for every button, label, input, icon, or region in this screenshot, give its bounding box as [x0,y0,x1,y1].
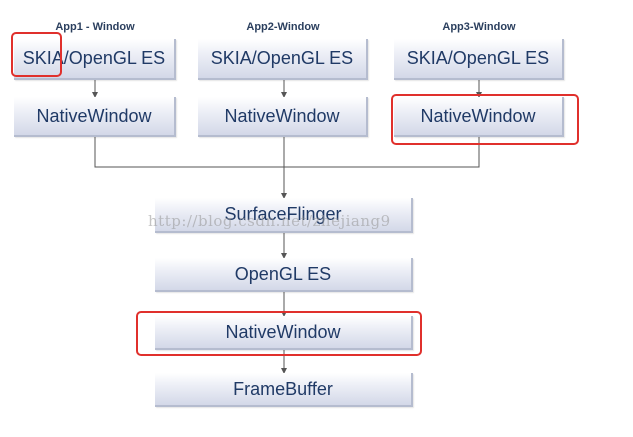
watermark-text: http://blog.csdn.net/zhejiang9 [148,212,391,230]
app1-nativewindow-box: NativeWindow [14,97,176,137]
app2-window-title: App2-Window [246,21,320,33]
framebuffer-box: FrameBuffer [155,373,413,407]
surfaceflinger-box: SurfaceFlinger [155,198,413,233]
app1-skia-opengl-box: SKIA/OpenGL ES [14,39,176,80]
app3-skia-opengl-box: SKIA/OpenGL ES [394,39,564,80]
system-nativewindow-box: NativeWindow [155,316,413,350]
app1-window-title: App1 - Window [55,21,135,33]
app2-nativewindow-box: NativeWindow [198,97,368,137]
app3-nativewindow-box: NativeWindow [394,97,564,137]
merge-line-app3 [284,137,480,168]
app3-window-title: App3-Window [442,21,516,33]
app2-skia-opengl-box: SKIA/OpenGL ES [198,39,368,80]
merge-line-app1 [94,137,284,168]
opengl-es-box: OpenGL ES [155,258,413,292]
